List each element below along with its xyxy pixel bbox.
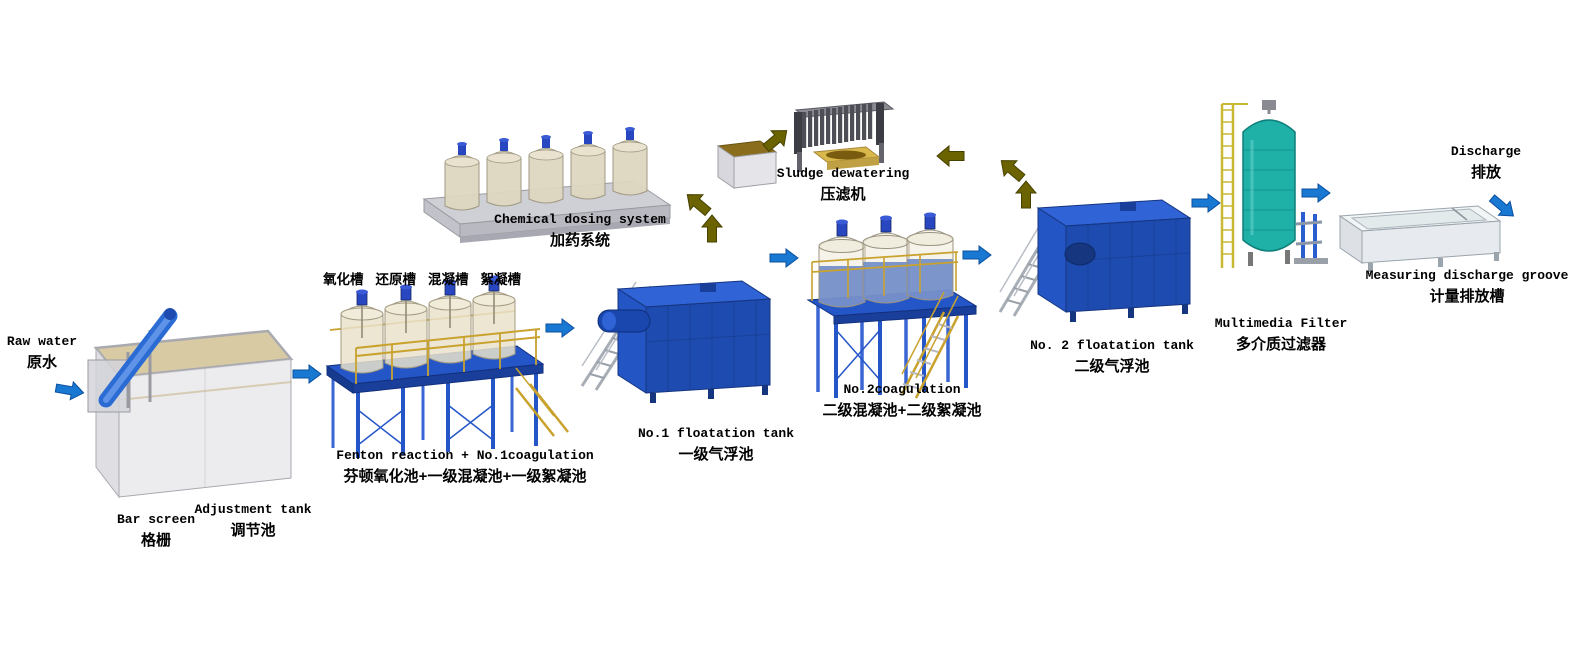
label-multimedia-filter: Multimedia Filter 多介质过滤器 [1215,316,1348,354]
bar-screen-equipment [87,308,178,413]
label-fenton-system: Fenton reaction + No.1coagulation 芬顿氧化池+… [336,448,593,486]
label-raw-water: Raw water 原水 [7,334,77,372]
multimedia-filter-en: Multimedia Filter [1214,316,1348,331]
sludge-arrow [1015,180,1037,209]
flotation-tank-2-equipment [998,199,1192,322]
chemical-dosing-zh: 加药系统 [549,233,611,250]
discharge-en: Discharge [1450,144,1522,159]
label-fenton-tank-row: 氧化槽 还原槽 混凝槽 絮凝槽 [323,268,521,289]
fenton-en: Fenton reaction + No.1coagulation [336,448,594,463]
sludge-box-equipment [716,140,778,189]
coagulation-2-tank [818,219,866,308]
measuring-groove-zh: 计量排放槽 [1429,289,1505,306]
coagulation-2-en: No.2coagulation [843,382,961,397]
chemical-dosing-equipment [422,126,672,243]
fenton-system-equipment [325,274,569,458]
flow-arrow [769,248,799,268]
chemical-dosing-en: Chemical dosing system [494,212,666,227]
reduction-tank-label: 还原槽 [375,274,417,289]
flotation-tank-1-equipment [580,280,772,403]
adjustment-tank-zh: 调节池 [230,523,276,540]
flotation-1-en: No.1 floatation tank [637,426,795,441]
label-sludge-dewatering: Sludge dewatering 压滤机 [777,166,910,204]
label-chemical-dosing: Chemical dosing system 加药系统 [494,212,666,250]
label-adjustment-tank: Adjustment tank 调节池 [194,502,311,540]
bar-screen-en: Bar screen [116,512,196,527]
discharge-zh: 排放 [1470,165,1501,182]
sludge-dewatering-en: Sludge dewatering [776,166,910,181]
multimedia-filter-equipment [1220,100,1328,268]
flow-arrow [1301,183,1331,203]
fenton-zh: 芬顿氧化池+一级混凝池+一级絮凝池 [343,469,587,486]
flow-arrow [545,318,575,338]
flow-arrow [1191,193,1221,213]
dosing-tank [612,126,648,196]
label-discharge: Discharge 排放 [1451,144,1521,182]
sludge-arrow [701,214,723,243]
dosing-tank [570,130,606,200]
label-flotation-1: No.1 floatation tank 一级气浮池 [638,426,794,464]
coagulation-2-tank [862,215,910,304]
flotation-1-zh: 一级气浮池 [678,447,754,464]
oxidation-tank-label: 氧化槽 [323,274,364,289]
raw-water-zh: 原水 [26,355,57,372]
sludge-arrow [994,152,1029,187]
coagulation-2-equipment [806,212,978,399]
label-flotation-2: No. 2 floatation tank 二级气浮池 [1030,338,1194,376]
filter-press-equipment [794,101,895,172]
adjustment-tank-en: Adjustment tank [194,502,312,517]
adjustment-tank-equipment [93,329,294,499]
bar-screen-zh: 格栅 [140,533,172,550]
sludge-arrow [680,186,715,221]
dosing-tank [486,137,522,207]
sludge-dewatering-zh: 压滤机 [820,187,866,204]
flotation-2-en: No. 2 floatation tank [1030,338,1194,353]
label-bar-screen: Bar screen 格栅 [117,512,195,550]
flow-arrow [292,364,322,384]
label-coagulation-2: No.2coagulation 二级混凝池+二级絮凝池 [822,382,981,420]
flow-arrow [53,378,86,403]
raw-water-en: Raw water [6,334,78,349]
coagulation-tank-label: 混凝槽 [428,274,469,289]
coagulation-2-zh: 二级混凝池+二级絮凝池 [822,403,982,420]
coagulation-2-tank [906,212,954,301]
measuring-groove-equipment [1338,205,1502,272]
label-measuring-groove: Measuring discharge groove 计量排放槽 [1366,268,1569,306]
sludge-arrow [936,145,965,167]
oxidation-tank [340,288,384,374]
dosing-tank [528,134,564,204]
flocculation-tank-label: 絮凝槽 [480,274,522,289]
flotation-2-zh: 二级气浮池 [1074,359,1150,376]
dosing-tank [444,141,480,211]
measuring-groove-en: Measuring discharge groove [1365,268,1569,283]
multimedia-filter-zh: 多介质过滤器 [1235,337,1326,354]
flow-arrow [962,245,992,265]
